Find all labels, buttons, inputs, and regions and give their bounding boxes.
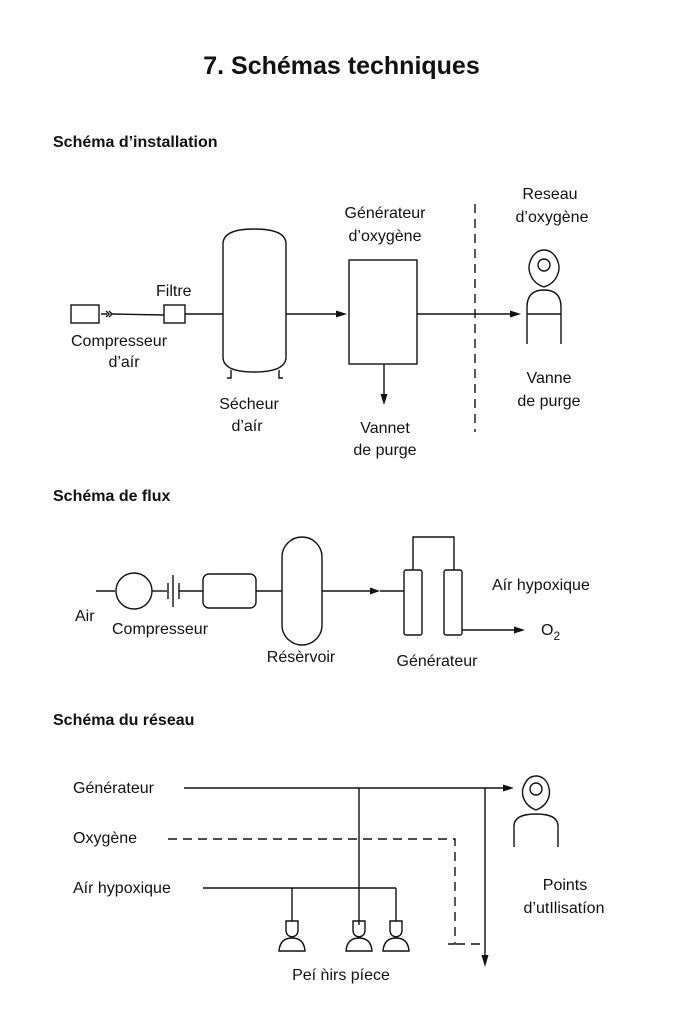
label-use-points-2: d’utIlisatíon	[524, 900, 605, 917]
label-dryer: Sécheur	[219, 396, 279, 413]
label-reservoir: Résèrvoir	[267, 649, 336, 666]
compressor-symbol	[115, 572, 153, 610]
section-title-flow: Schéma de flux	[53, 488, 171, 505]
label-o2: O2	[541, 622, 560, 643]
label-purge-valve-2: de purge	[353, 442, 416, 459]
label-network-valve-2: de purge	[517, 393, 580, 410]
generator-bridge-pipe	[412, 536, 455, 570]
label-hypoxic-air: Aír hypoxique	[492, 577, 590, 594]
label-use-points: Points	[543, 877, 587, 894]
label-rooms: Peí ǹirs píece	[292, 967, 390, 984]
page-title: 7. Schémas techniques	[203, 52, 480, 80]
label-generator: Générateur	[345, 205, 427, 222]
dryer-feet	[227, 370, 283, 379]
arrow-down-icon	[380, 394, 388, 405]
label-purge-valve: Vannet	[360, 420, 410, 437]
arrow-icon	[370, 587, 380, 595]
dryer-symbol	[202, 573, 257, 609]
label-compressor: Compresseur	[71, 333, 168, 350]
label-network: Reseau	[522, 186, 577, 203]
room-person-icon	[382, 920, 410, 952]
air-dryer-vessel	[222, 228, 287, 373]
installation-diagram: Compresseur d’aír Filtre Sécheur d’aír G…	[70, 186, 589, 459]
oxygen-generator-box	[348, 259, 418, 365]
room-person-icon	[345, 920, 373, 952]
oxygen-outlet-person-icon	[526, 249, 562, 344]
room-person-icon	[278, 920, 306, 952]
label-dryer-2: d’aír	[231, 418, 263, 435]
label-compressor: Compresseur	[112, 621, 209, 638]
use-point-person-icon	[513, 775, 559, 847]
label-compressor-2: d’aír	[108, 354, 140, 371]
arrow-down-icon	[481, 955, 489, 967]
label-o2-subscript: 2	[553, 629, 560, 643]
label-air: Air	[75, 608, 95, 625]
label-generator: Générateur	[73, 780, 155, 797]
section-title-installation: Schéma d’installation	[53, 134, 218, 151]
network-diagram: Générateur Oxygène Aír hypoxique Peí ǹir…	[73, 775, 605, 984]
label-filter: Filtre	[156, 283, 192, 300]
label-generator: Générateur	[397, 653, 479, 670]
section-title-network: Schéma du réseau	[53, 712, 195, 729]
label-o2-symbol: O	[541, 622, 553, 639]
pipe	[111, 313, 165, 316]
generator-column-b	[443, 569, 463, 636]
coupling-icon	[101, 310, 113, 318]
arrow-icon	[514, 626, 525, 634]
label-network-valve: Vanne	[526, 370, 571, 387]
label-generator-2: d’oxygène	[349, 228, 422, 245]
flow-diagram: Air Compresseur Résèrvoir Générateur Aír…	[75, 536, 590, 670]
air-compressor-symbol	[70, 304, 100, 324]
oxygen-dashed-line	[168, 838, 456, 945]
arrow-icon	[503, 784, 514, 792]
arrow-icon	[336, 310, 347, 318]
generator-column-a	[403, 569, 423, 636]
arrow-icon	[510, 310, 521, 318]
reservoir-symbol	[281, 536, 323, 646]
filter-symbol	[163, 304, 186, 324]
label-network-2: d’oxygène	[516, 209, 589, 226]
label-oxygen: Oxygène	[73, 830, 137, 847]
label-hypoxic-air: Aír hypoxique	[73, 880, 171, 897]
